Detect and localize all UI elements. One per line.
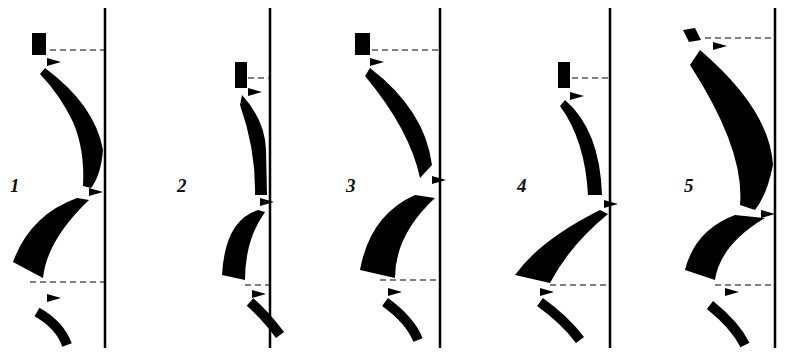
spine-figure [222,8,280,348]
figure-number: 3 [346,176,356,195]
figure-number: 2 [177,176,187,195]
spine-figure [515,8,618,348]
figure-number: 4 [517,176,527,195]
figure-number: 5 [684,176,694,195]
spine-figure [13,8,105,348]
figure-number: 1 [10,176,20,195]
spine-figure [683,8,775,348]
spine-figure [355,8,446,348]
